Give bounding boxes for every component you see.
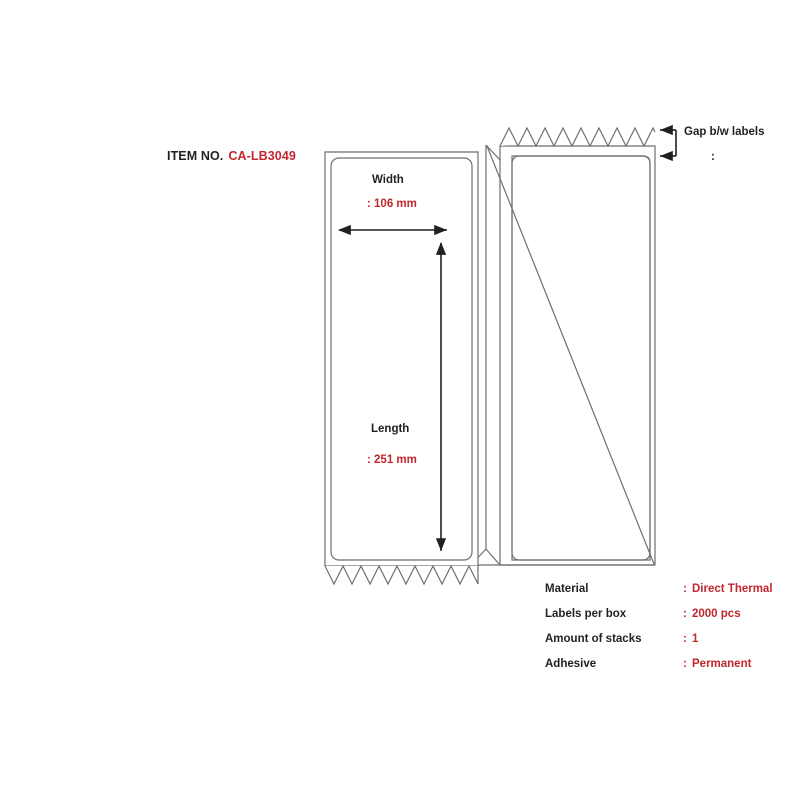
spec-colon: : [683,658,687,670]
width-label: Width [372,174,404,186]
gap-value: : [711,151,715,163]
spec-value-amount-of-stacks: 1 [692,633,699,645]
spec-key-material: Material [545,583,589,595]
item-number-value: CA-LB3049 [228,149,296,163]
rear-stack-perforation [499,126,656,148]
width-value: : 106 mm [367,198,417,210]
length-label: Length [371,423,410,435]
table-row: Adhesive : Permanent [545,658,795,683]
spec-key-adhesive: Adhesive [545,658,597,670]
length-value: : 251 mm [367,454,417,466]
rear-stack-backing [499,145,656,566]
item-number: ITEM NO. CA-LB3049 [167,149,296,163]
spec-value-adhesive: Permanent [692,658,752,670]
table-row: Material : Direct Thermal [545,583,795,608]
gap-indicator-group [660,124,677,162]
spec-value-labels-per-box: 2000 pcs [692,608,741,620]
table-row: Amount of stacks : 1 [545,633,795,658]
spec-key-labels-per-box: Labels per box [545,608,627,620]
fold-line-bottom-left [485,548,501,566]
table-row: Labels per box : 2000 pcs [545,608,795,633]
front-label-face [330,157,473,561]
rear-stack-group [499,126,656,566]
spec-value-material: Direct Thermal [692,583,773,595]
specification-table: Material : Direct Thermal Labels per box… [545,583,795,683]
spec-colon: : [683,583,687,595]
front-label-perforation [324,564,479,586]
spec-key-amount-of-stacks: Amount of stacks [545,633,642,645]
front-label-group [324,151,479,586]
fold-line-top [485,144,501,161]
item-number-label: ITEM NO. [167,149,224,163]
rear-label-rounded-edge [511,155,651,561]
fold-line-diagonal [486,145,655,565]
spec-colon: : [683,608,687,620]
spec-colon: : [683,633,687,645]
gap-label: Gap b/w labels [684,126,765,138]
